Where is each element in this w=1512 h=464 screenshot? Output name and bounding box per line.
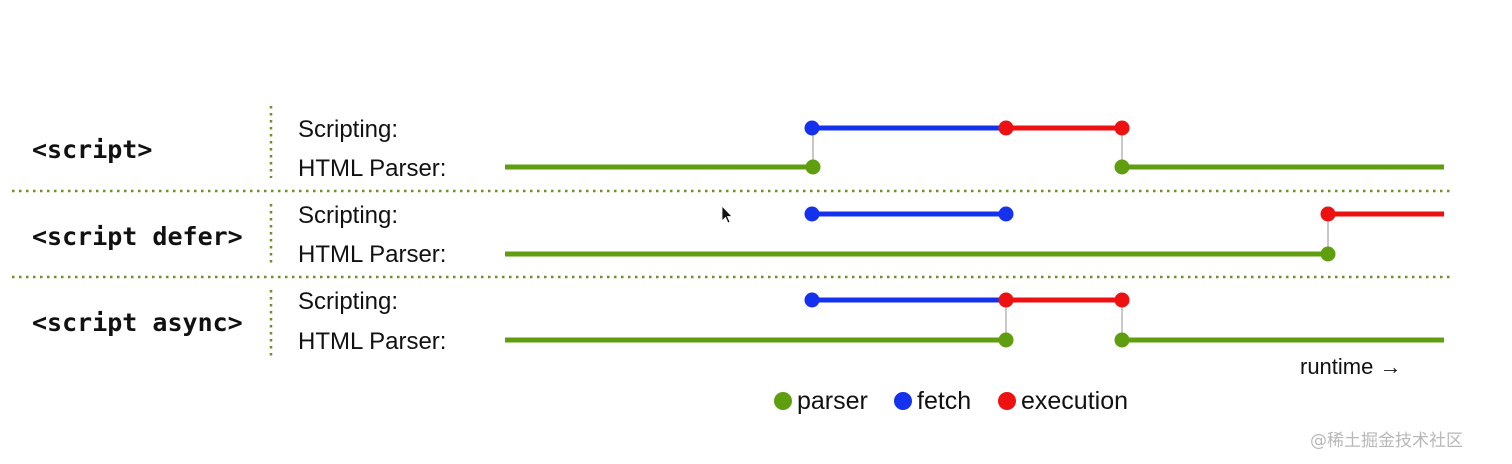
parser-point (1114, 332, 1130, 348)
parser-point (1320, 246, 1336, 262)
parser-lane-label: HTML Parser: (298, 328, 446, 355)
legend-fetch-label: fetch (917, 387, 971, 415)
legend-parser-label: parser (797, 387, 868, 415)
timeline-marks (505, 120, 1444, 348)
legend-execution-marker (998, 392, 1016, 410)
scripting-lane-label: Scripting: (298, 116, 398, 143)
execution-point (998, 120, 1014, 136)
legend-parser-marker (774, 392, 792, 410)
legend: parser fetch execution (774, 387, 1128, 415)
execution-point (1320, 206, 1336, 222)
execution-point (1114, 292, 1130, 308)
scripting-lane-label: Scripting: (298, 288, 398, 315)
row-label: <script> (32, 135, 152, 164)
runtime-axis-label: runtime → (1300, 354, 1401, 379)
parser-lane-label: HTML Parser: (298, 241, 446, 268)
row-label: <script async> (32, 308, 243, 337)
parser-lane-label: HTML Parser: (298, 155, 446, 182)
fetch-point (998, 206, 1014, 222)
legend-execution-label: execution (1021, 387, 1128, 415)
parser-point (998, 332, 1014, 348)
parser-point (1114, 159, 1130, 175)
scripting-lane-label: Scripting: (298, 202, 398, 229)
fetch-point (804, 120, 820, 136)
execution-point (998, 292, 1014, 308)
parser-point (805, 159, 821, 175)
mouse-cursor-icon (721, 205, 733, 224)
fetch-point (804, 292, 820, 308)
legend-fetch-marker (894, 392, 912, 410)
fetch-point (804, 206, 820, 222)
row-label: <script defer> (32, 222, 243, 251)
watermark: @稀土掘金技术社区 (1310, 431, 1463, 451)
execution-point (1114, 120, 1130, 136)
